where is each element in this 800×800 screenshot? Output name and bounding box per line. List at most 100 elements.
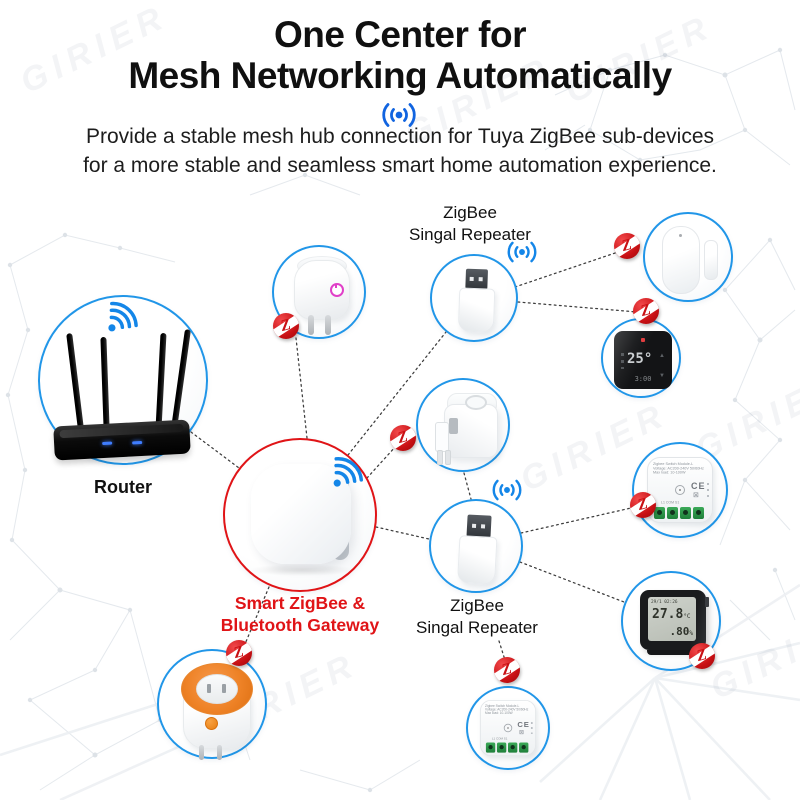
terminal-block bbox=[508, 742, 518, 753]
fingerbot-leg bbox=[437, 450, 443, 465]
door-sensor-main bbox=[662, 226, 700, 294]
zigbee-repeater-bottom-circle bbox=[429, 499, 523, 593]
lcd-temp-unit: °C bbox=[683, 613, 691, 620]
module-spec-line: Zigbee Switch Module-L bbox=[485, 703, 520, 708]
usb-hole bbox=[480, 524, 486, 529]
zigbee-blocked-icon: Z bbox=[614, 233, 640, 259]
gateway-shadow bbox=[249, 564, 355, 576]
gateway-circle bbox=[223, 438, 377, 592]
gateway-label-line-2: Bluetooth Gateway bbox=[220, 615, 380, 635]
terminal-block bbox=[485, 742, 496, 753]
badge-letter: Z bbox=[278, 316, 293, 335]
thermostat-temperature: 25° bbox=[627, 351, 653, 367]
power-button-icon bbox=[205, 717, 218, 730]
thermostat-device: 25° ▲ ▼ 3:00 bbox=[614, 331, 672, 389]
thermostat-indicator bbox=[641, 338, 645, 342]
badge-letter: Z bbox=[619, 236, 634, 255]
module-terminals bbox=[654, 507, 704, 519]
plug-pin bbox=[217, 745, 222, 760]
thermostat-side-icons bbox=[621, 353, 624, 369]
badge-letter: Z bbox=[635, 495, 650, 514]
header: One Center for Mesh Networking Automatic… bbox=[0, 14, 800, 180]
router-label: Router bbox=[94, 477, 152, 497]
signal-waves-icon bbox=[502, 239, 542, 265]
repeater-bottom-label-line-1: ZigBee bbox=[450, 596, 504, 615]
signal-waves-icon bbox=[487, 477, 527, 503]
module-spec-text: Zigbee Switch Module-L Voltage: AC200-24… bbox=[485, 704, 534, 715]
module-spec-line: Max load: 10-100W bbox=[485, 711, 513, 715]
fingerbot-circle bbox=[416, 378, 510, 472]
module-terminal-labels: L1 COM S1 bbox=[661, 501, 680, 505]
lcd-date: 29/1 02:26 bbox=[651, 599, 678, 604]
module-spec-line: Voltage: AC200-240V 50/60Hz bbox=[485, 707, 529, 712]
badge-letter: Z bbox=[694, 646, 709, 665]
gateway-label-line-1: Smart ZigBee & bbox=[234, 593, 366, 613]
lcd-humidity: .80% bbox=[670, 625, 694, 638]
sensor-base bbox=[647, 650, 697, 655]
arrow-down-icon: ▼ bbox=[659, 373, 665, 379]
fingerbot-ring bbox=[465, 395, 487, 410]
plug-socket-face bbox=[181, 663, 253, 715]
zigbee-blocked-icon: Z bbox=[689, 643, 715, 669]
title-line-1: One Center for bbox=[273, 14, 527, 55]
door-sensor-magnet bbox=[704, 240, 718, 280]
badge-letter: Z bbox=[638, 301, 653, 320]
repeater-top-label-line-2: Singal Repeater bbox=[409, 225, 531, 244]
terminal-block bbox=[667, 507, 678, 519]
router-circle bbox=[38, 295, 208, 465]
socket-slot bbox=[222, 684, 226, 693]
door-sensor-circle bbox=[643, 212, 733, 302]
usb-hole bbox=[478, 277, 483, 282]
sensor-button bbox=[705, 597, 709, 607]
title-line-2: Mesh Networking Automatically bbox=[128, 55, 672, 96]
module-spec-line: Max load: 10-100W bbox=[653, 470, 686, 475]
zigbee-repeater-top-circle bbox=[430, 254, 518, 342]
usb-body bbox=[457, 535, 498, 586]
router-antenna bbox=[66, 332, 84, 430]
ce-mark: CE bbox=[691, 481, 706, 491]
subtitle-line-2: for a more stable and seamless smart hom… bbox=[83, 154, 717, 177]
terminal-block bbox=[654, 507, 665, 519]
badge-letter: Z bbox=[231, 643, 246, 662]
lcd-hum-value: .80 bbox=[669, 625, 690, 638]
weee-icon: ⊠ bbox=[693, 492, 699, 499]
ce-mark: CE bbox=[517, 720, 530, 729]
plug-pin bbox=[308, 315, 314, 335]
page-title: One Center for Mesh Networking Automatic… bbox=[0, 14, 800, 96]
plug-socket-center bbox=[196, 674, 238, 704]
temp-humidity-sensor-circle: 29/1 02:26 27.8°C .80% bbox=[621, 571, 721, 671]
fingerbot-slot bbox=[449, 418, 458, 434]
router-antenna bbox=[155, 332, 167, 430]
switch-module-device: Zigbee Switch Module-L Voltage: AC200-24… bbox=[647, 457, 713, 523]
lcd-temperature: 27.8°C bbox=[652, 607, 691, 622]
zigbee-blocked-icon: Z bbox=[630, 492, 656, 518]
power-button-icon bbox=[330, 283, 344, 297]
fingerbot-arm bbox=[435, 422, 449, 452]
module-spec-line: Zigbee Switch Module-L bbox=[653, 461, 694, 466]
weee-icon: ⊠ bbox=[519, 729, 525, 736]
subtitle-line-1: Provide a stable mesh hub connection for… bbox=[85, 125, 715, 148]
zigbee-blocked-icon: Z bbox=[390, 425, 416, 451]
module-terminals bbox=[485, 742, 529, 753]
badge-letter: Z bbox=[395, 428, 410, 447]
usb-connector bbox=[466, 514, 492, 538]
terminal-block bbox=[680, 507, 691, 519]
thermostat-circle: 25° ▲ ▼ 3:00 bbox=[601, 318, 681, 398]
usb-hole bbox=[471, 523, 477, 528]
usb-body bbox=[457, 287, 496, 333]
plug-pin bbox=[325, 315, 331, 335]
router-antenna bbox=[100, 336, 110, 430]
router-body bbox=[53, 419, 191, 461]
usb-hole bbox=[469, 276, 474, 281]
sensor-lcd: 29/1 02:26 27.8°C .80% bbox=[648, 597, 696, 641]
zigbee-blocked-icon: Z bbox=[494, 657, 520, 683]
thermostat-time: 3:00 bbox=[634, 375, 652, 383]
usb-repeater-device bbox=[429, 499, 524, 594]
arrow-up-icon: ▲ bbox=[659, 353, 665, 359]
socket-slot bbox=[207, 684, 211, 693]
lcd-temp-value: 27.8 bbox=[652, 607, 684, 622]
module-side-dots bbox=[530, 722, 533, 734]
zigbee-blocked-icon: Z bbox=[226, 640, 252, 666]
badge-letter: Z bbox=[499, 660, 514, 679]
